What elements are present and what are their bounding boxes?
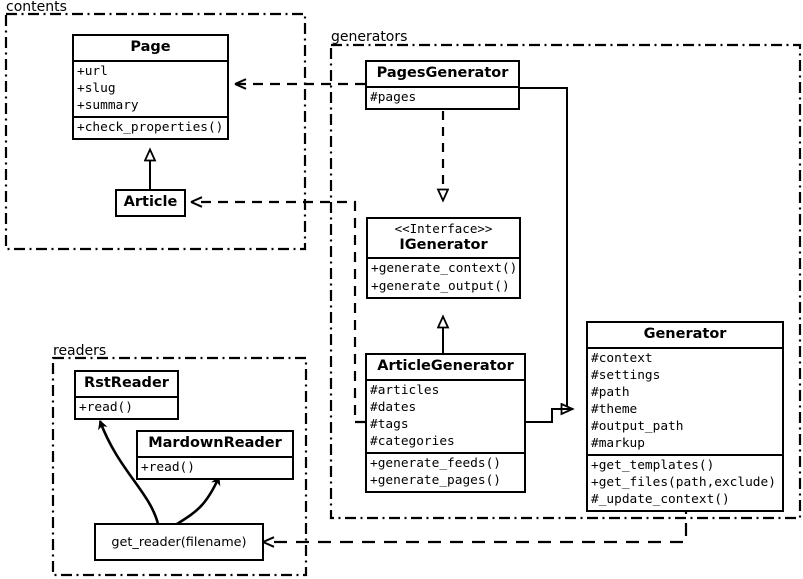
class-attribute: +url — [77, 63, 108, 79]
class-name-mardown-reader: MardownReader — [148, 435, 282, 451]
class-attribute: #context — [591, 350, 653, 366]
class-attributes-pages-generator: #pages — [367, 85, 518, 108]
class-operations-generator: +get_templates() +get_files(path,exclude… — [588, 454, 782, 510]
class-operation: +read() — [141, 459, 195, 475]
class-operations-igenerator: +generate_context() +generate_output() — [368, 257, 519, 296]
class-box-article-generator[interactable]: ArticleGenerator #articles #dates #tags … — [365, 353, 526, 494]
package-label-readers: readers — [53, 343, 107, 359]
class-operations-rst-reader: +read() — [76, 395, 177, 418]
edge-get-reader-returns-mardownreader — [176, 476, 221, 526]
class-name-article-generator: ArticleGenerator — [377, 358, 514, 374]
class-operation: +get_templates() — [591, 458, 715, 474]
class-operation: +get_files(path,exclude) — [591, 475, 776, 491]
class-box-igenerator[interactable]: <<Interface>> IGenerator +generate_conte… — [366, 217, 521, 299]
class-operations-article-generator: +generate_feeds() +generate_pages() — [367, 451, 524, 491]
class-attribute: #markup — [591, 436, 645, 452]
class-attributes-article-generator: #articles #dates #tags #categories — [367, 378, 524, 452]
class-attribute: #path — [591, 384, 630, 400]
class-name-page: Page — [130, 39, 171, 55]
class-stereotype-igenerator: <<Interface>> — [394, 221, 493, 236]
class-operation: +generate_output() — [371, 278, 510, 294]
class-box-page[interactable]: Page +url +slug +summary +check_properti… — [72, 34, 229, 140]
class-operations-page: +check_properties() — [74, 115, 227, 138]
class-attribute: #theme — [591, 401, 638, 417]
class-attribute: #dates — [370, 399, 417, 415]
class-attributes-generator: #context #settings #path #theme #output_… — [588, 346, 782, 454]
class-name-pages-generator: PagesGenerator — [376, 65, 509, 81]
class-operation: +check_properties() — [77, 119, 224, 135]
class-attribute: #categories — [370, 433, 455, 449]
edge-pagesgenerator-inherits-generator — [520, 87, 572, 409]
class-operations-mardown-reader: +read() — [138, 455, 292, 478]
class-attribute: #pages — [370, 89, 417, 105]
class-operation: +read() — [79, 399, 133, 415]
class-attribute: +summary — [77, 97, 139, 113]
class-operation: +generate_pages() — [370, 473, 501, 489]
edge-articlegenerator-inherits-generator — [526, 408, 572, 423]
class-box-rst-reader[interactable]: RstReader +read() — [74, 370, 179, 420]
class-attribute: +slug — [77, 80, 116, 96]
class-attribute: #tags — [370, 416, 409, 432]
package-label-contents: contents — [6, 0, 67, 15]
class-box-article[interactable]: Article — [115, 189, 186, 217]
function-box-get-reader[interactable]: get_reader(filename) — [94, 523, 264, 561]
class-name-rst-reader: RstReader — [84, 375, 169, 391]
class-box-mardown-reader[interactable]: MardownReader +read() — [136, 430, 294, 480]
class-box-pages-generator[interactable]: PagesGenerator #pages — [365, 60, 520, 110]
class-operation: +generate_feeds() — [370, 455, 501, 471]
class-attribute: #articles — [370, 382, 440, 398]
class-name-article: Article — [123, 194, 178, 210]
function-label-get-reader: get_reader(filename) — [111, 534, 247, 550]
class-attribute: #output_path — [591, 418, 684, 434]
class-name-generator: Generator — [643, 326, 727, 342]
class-box-generator[interactable]: Generator #context #settings #path #them… — [586, 321, 784, 513]
package-label-generators: generators — [331, 29, 408, 45]
class-attributes-page: +url +slug +summary — [74, 59, 227, 116]
class-operation: #_update_context() — [591, 492, 730, 508]
class-attribute: #settings — [591, 367, 661, 383]
edge-articlegenerator-depends-article — [190, 196, 365, 424]
class-operation: +generate_context() — [371, 261, 518, 277]
class-name-igenerator: IGenerator — [399, 236, 488, 253]
